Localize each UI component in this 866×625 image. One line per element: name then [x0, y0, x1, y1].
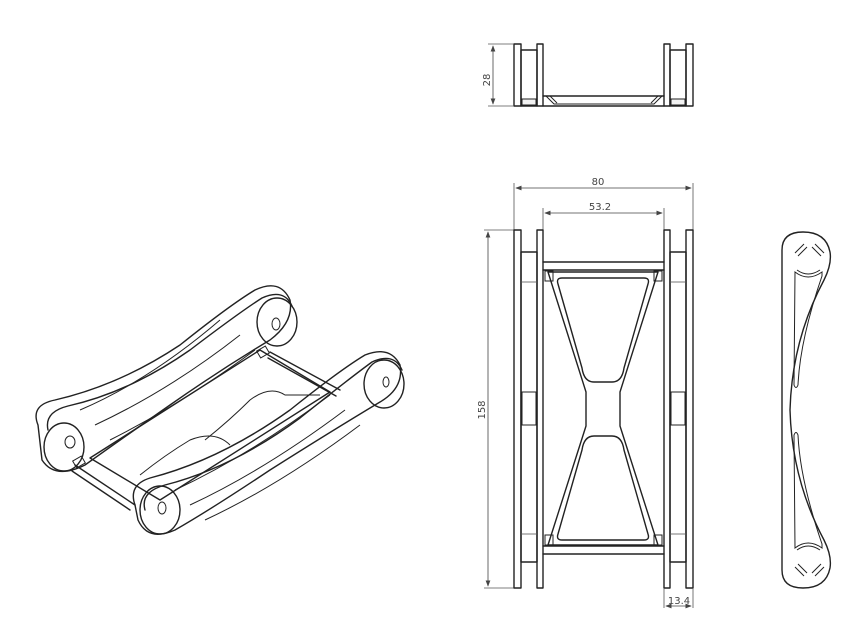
isometric-view: [35, 285, 405, 535]
top-view: 28: [482, 43, 694, 107]
dim-height-label: 28: [482, 74, 493, 87]
dim-overall-width-label: 80: [592, 177, 605, 188]
front-view: 80 53.2 158: [477, 177, 694, 609]
side-profile-view: [781, 231, 832, 589]
dim-overall-length-label: 158: [477, 400, 488, 419]
dim-inner-width-label: 53.2: [589, 202, 611, 213]
dim-plate-spacing-label: 13.4: [668, 596, 690, 607]
